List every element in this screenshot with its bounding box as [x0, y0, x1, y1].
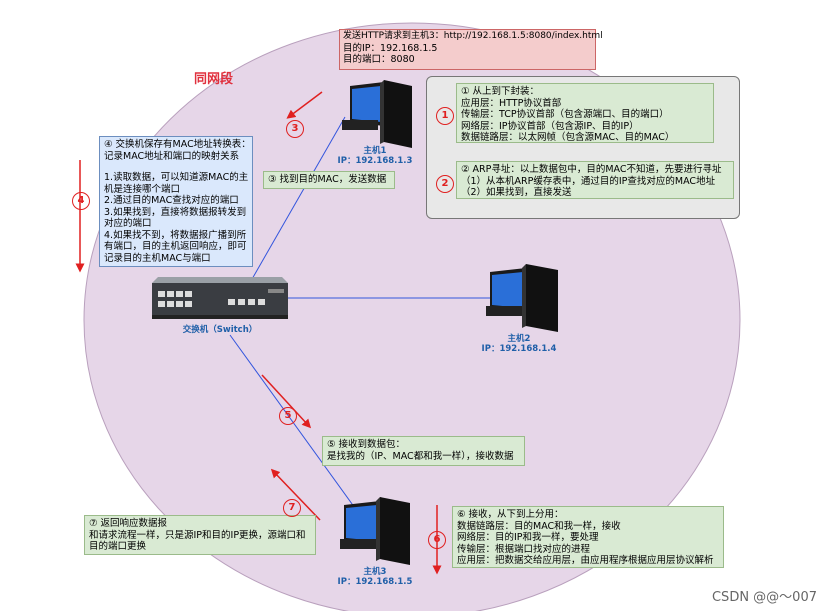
switch-mac-table-box: ④ 交换机保存有MAC地址转换表： 记录MAC地址和端口的映射关系 1.读取数据… — [99, 136, 253, 267]
badge-step3: 3 — [286, 120, 304, 138]
arp-step2-box: ② ARP寻址：以上数据包中，目的MAC不知道，先要进行寻址 （1）从本机ARP… — [456, 161, 734, 199]
step7-title: ⑦ 返回响应数据报 — [89, 518, 168, 529]
step2-cache-lookup: （1）从本机ARP缓存表中，通过目的IP查找对应的MAC地址 — [461, 175, 716, 187]
host2-label: 主机2 IP：192.168.1.4 — [474, 334, 564, 354]
step7-detail-1: 和请求流程一样，只是源IP和目的IP更换，源端口和 — [89, 529, 306, 541]
switch-line-5: 2.通过目的MAC查找对应的端口 — [104, 195, 239, 206]
host1-label: 主机1 IP：192.168.1.3 — [330, 146, 420, 166]
step6-network-layer: 网络层：目的IP和我一样，要处理 — [457, 532, 599, 543]
host1-ip: IP：192.168.1.3 — [337, 156, 413, 166]
host1-computer-icon — [342, 80, 412, 148]
arrow-step3 — [286, 91, 323, 119]
step6-link-layer: 数据链路层：目的MAC和我一样，接收 — [457, 520, 621, 532]
switch-line-2 — [104, 162, 248, 172]
host3-computer-icon — [340, 497, 410, 565]
badge-step2: 2 — [436, 175, 454, 193]
switch-label: 交换机（Switch） — [182, 325, 258, 335]
switch-line-1: 记录MAC地址和端口的映射关系 — [104, 150, 240, 162]
switch-line-3: 1.读取数据，可以知道源MAC的主 — [104, 172, 249, 183]
switch-line-4: 机是连接哪个端口 — [104, 183, 181, 195]
step3-box: ③ 找到目的MAC，发送数据 — [263, 171, 395, 189]
switch-line-7: 对应的端口 — [104, 218, 152, 229]
step1-app-layer: 应用层：HTTP协议首部 — [461, 97, 562, 109]
arrow-step7 — [270, 468, 321, 521]
host1-name: 主机1 — [363, 146, 387, 156]
http-request-line: 发送HTTP请求到主机3：http://192.168.1.5:8080/ind… — [343, 31, 603, 41]
arrow-step5 — [261, 374, 312, 429]
host3-ip: IP：192.168.1.5 — [337, 577, 413, 587]
host2-computer-icon — [486, 264, 558, 332]
switch-line-6: 3.如果找到，直接将数据报转发到 — [104, 206, 247, 218]
host2-name: 主机2 — [507, 334, 531, 344]
step1-network-layer: 网络层：IP协议首部（包含源IP、目的IP） — [461, 120, 639, 132]
step1-link-layer: 数据链路层：以太网帧（包含源MAC、目的MAC） — [461, 132, 675, 143]
step1-transport-layer: 传输层：TCP协议首部（包含源端口、目的端口） — [461, 109, 669, 120]
switch-line-9: 有端口，目的主机返回响应，即可 — [104, 241, 247, 252]
step5-box: ⑤ 接收到数据包： 是找我的（IP、MAC都和我一样），接收数据 — [322, 436, 525, 466]
step2-send-direct: （2）如果找到，直接发送 — [461, 187, 572, 198]
watermark: CSDN @@～007 — [711, 590, 817, 605]
step7-detail-2: 目的端口更换 — [89, 541, 147, 552]
step6-app-layer: 应用层：把数据交给应用层，由应用程序根据应用层协议解析 — [457, 555, 714, 566]
badge-step6: 6 — [428, 531, 446, 549]
step1-title: ① 从上到下封装： — [461, 86, 540, 97]
badge-step1: 1 — [436, 107, 454, 125]
http-request-box: 发送HTTP请求到主机3：http://192.168.1.5:8080/ind… — [339, 29, 603, 70]
host3-label: 主机3 IP：192.168.1.5 — [330, 567, 420, 587]
link-switch-host1 — [239, 116, 346, 301]
switch-line-0: ④ 交换机保存有MAC地址转换表： — [104, 139, 251, 150]
http-dest-ip: 目的IP：192.168.1.5 — [343, 42, 438, 54]
step6-box: ⑥ 接收，从下到上分用： 数据链路层：目的MAC和我一样，接收 网络层：目的IP… — [452, 506, 724, 568]
step6-transport-layer: 传输层：根据端口找对应的进程 — [457, 543, 591, 555]
segment-title: 同网段 — [194, 72, 234, 87]
step5-detail: 是找我的（IP、MAC都和我一样），接收数据 — [327, 450, 514, 462]
step5-title: ⑤ 接收到数据包： — [327, 439, 406, 450]
switch-device-icon — [152, 277, 288, 319]
step3-text: ③ 找到目的MAC，发送数据 — [268, 174, 387, 185]
http-dest-port: 目的端口：8080 — [343, 54, 415, 65]
step7-box: ⑦ 返回响应数据报 和请求流程一样，只是源IP和目的IP更换，源端口和 目的端口… — [84, 515, 316, 555]
host3-name: 主机3 — [363, 567, 387, 577]
switch-line-10: 记录目的主机MAC与端口 — [104, 252, 211, 264]
badge-step4: 4 — [72, 192, 90, 210]
step2-title: ② ARP寻址：以上数据包中，目的MAC不知道，先要进行寻址 — [461, 164, 722, 175]
step6-title: ⑥ 接收，从下到上分用： — [457, 509, 564, 520]
host2-ip: IP：192.168.1.4 — [481, 344, 557, 354]
badge-step5: 5 — [279, 407, 297, 425]
badge-step7: 7 — [283, 499, 301, 517]
link-switch-host3 — [229, 334, 361, 516]
switch-line-8: 4.如果找不到，将数据报广播到所 — [104, 229, 247, 241]
encapsulation-step1-box: ① 从上到下封装： 应用层：HTTP协议首部 传输层：TCP协议首部（包含源端口… — [456, 83, 714, 143]
